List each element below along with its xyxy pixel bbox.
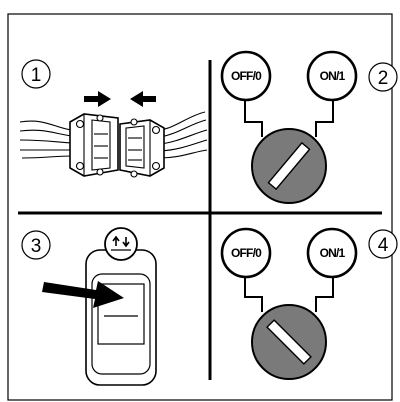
panel-3: 3: [21, 227, 157, 386]
off-lead-line: [244, 100, 263, 137]
press-arrow-icon: [42, 281, 124, 308]
off-lead-line: [244, 277, 263, 312]
outer-border: [7, 13, 393, 401]
off-label: OFF/0: [231, 246, 262, 260]
panel-4: 4 OFF/0 ON/1: [220, 227, 398, 380]
on-position-badge: [306, 227, 358, 279]
step-number-circle: [368, 229, 398, 259]
knob-indicator: [267, 141, 311, 191]
off-position-badge: [220, 50, 272, 102]
switch-rocker: [97, 283, 145, 345]
step-number-circle: [368, 62, 398, 92]
cable-connector-icon: [19, 111, 208, 178]
on-position-badge: [306, 50, 358, 102]
off-label: OFF/0: [231, 69, 262, 83]
step-number: 2: [378, 68, 389, 89]
panel-1: 1: [19, 59, 208, 178]
arrow-glyph: [111, 235, 131, 251]
step-number: 4: [378, 235, 389, 256]
up-down-arrows-icon: [104, 227, 138, 261]
on-label: ON/1: [320, 69, 346, 83]
push-left-arrow-icon: [130, 91, 156, 107]
off-position-badge: [220, 227, 272, 279]
knob-indicator: [266, 319, 312, 365]
on-label: ON/1: [320, 246, 346, 260]
step-number: 1: [31, 65, 42, 86]
step-number-circle: [21, 59, 51, 89]
step-number-circle: [21, 230, 51, 260]
on-lead-line: [315, 277, 334, 312]
panel-2: 2 OFF/0 ON/1: [220, 50, 398, 204]
on-lead-line: [315, 100, 334, 137]
push-right-arrow-icon: [84, 91, 111, 107]
step-number: 3: [31, 236, 42, 257]
